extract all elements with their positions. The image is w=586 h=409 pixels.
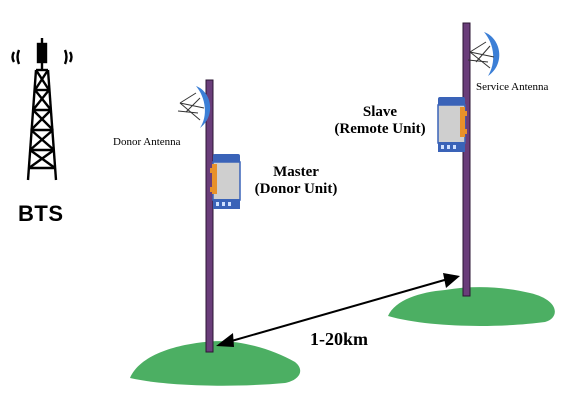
master-unit-label-line2: (Donor Unit) — [254, 180, 338, 197]
donor-antenna-label: Donor Antenna — [113, 136, 181, 148]
bts-label: BTS — [18, 201, 64, 226]
repeater-unit-icon — [210, 154, 241, 209]
pole-left — [205, 79, 214, 353]
master-unit-label-line1: Master — [273, 164, 319, 180]
ground-mound-left — [130, 341, 301, 386]
dish-antenna-icon — [467, 32, 500, 76]
repeater-unit-icon — [437, 97, 467, 152]
double-arrow-icon — [216, 273, 460, 347]
service-antenna-label: Service Antenna — [476, 81, 549, 93]
dish-antenna-icon — [177, 86, 211, 128]
slave-unit-label-line1: Slave — [362, 104, 398, 120]
ground-mound-right — [388, 287, 555, 326]
cell-tower-icon — [11, 38, 73, 181]
master-unit-label: Master (Donor Unit) — [241, 164, 351, 197]
slave-unit-label-line2: (Remote Unit) — [334, 120, 426, 137]
pole-right — [462, 22, 471, 297]
slave-unit-label: Slave (Remote Unit) — [324, 104, 436, 137]
distance-label: 1-20km — [310, 329, 368, 349]
